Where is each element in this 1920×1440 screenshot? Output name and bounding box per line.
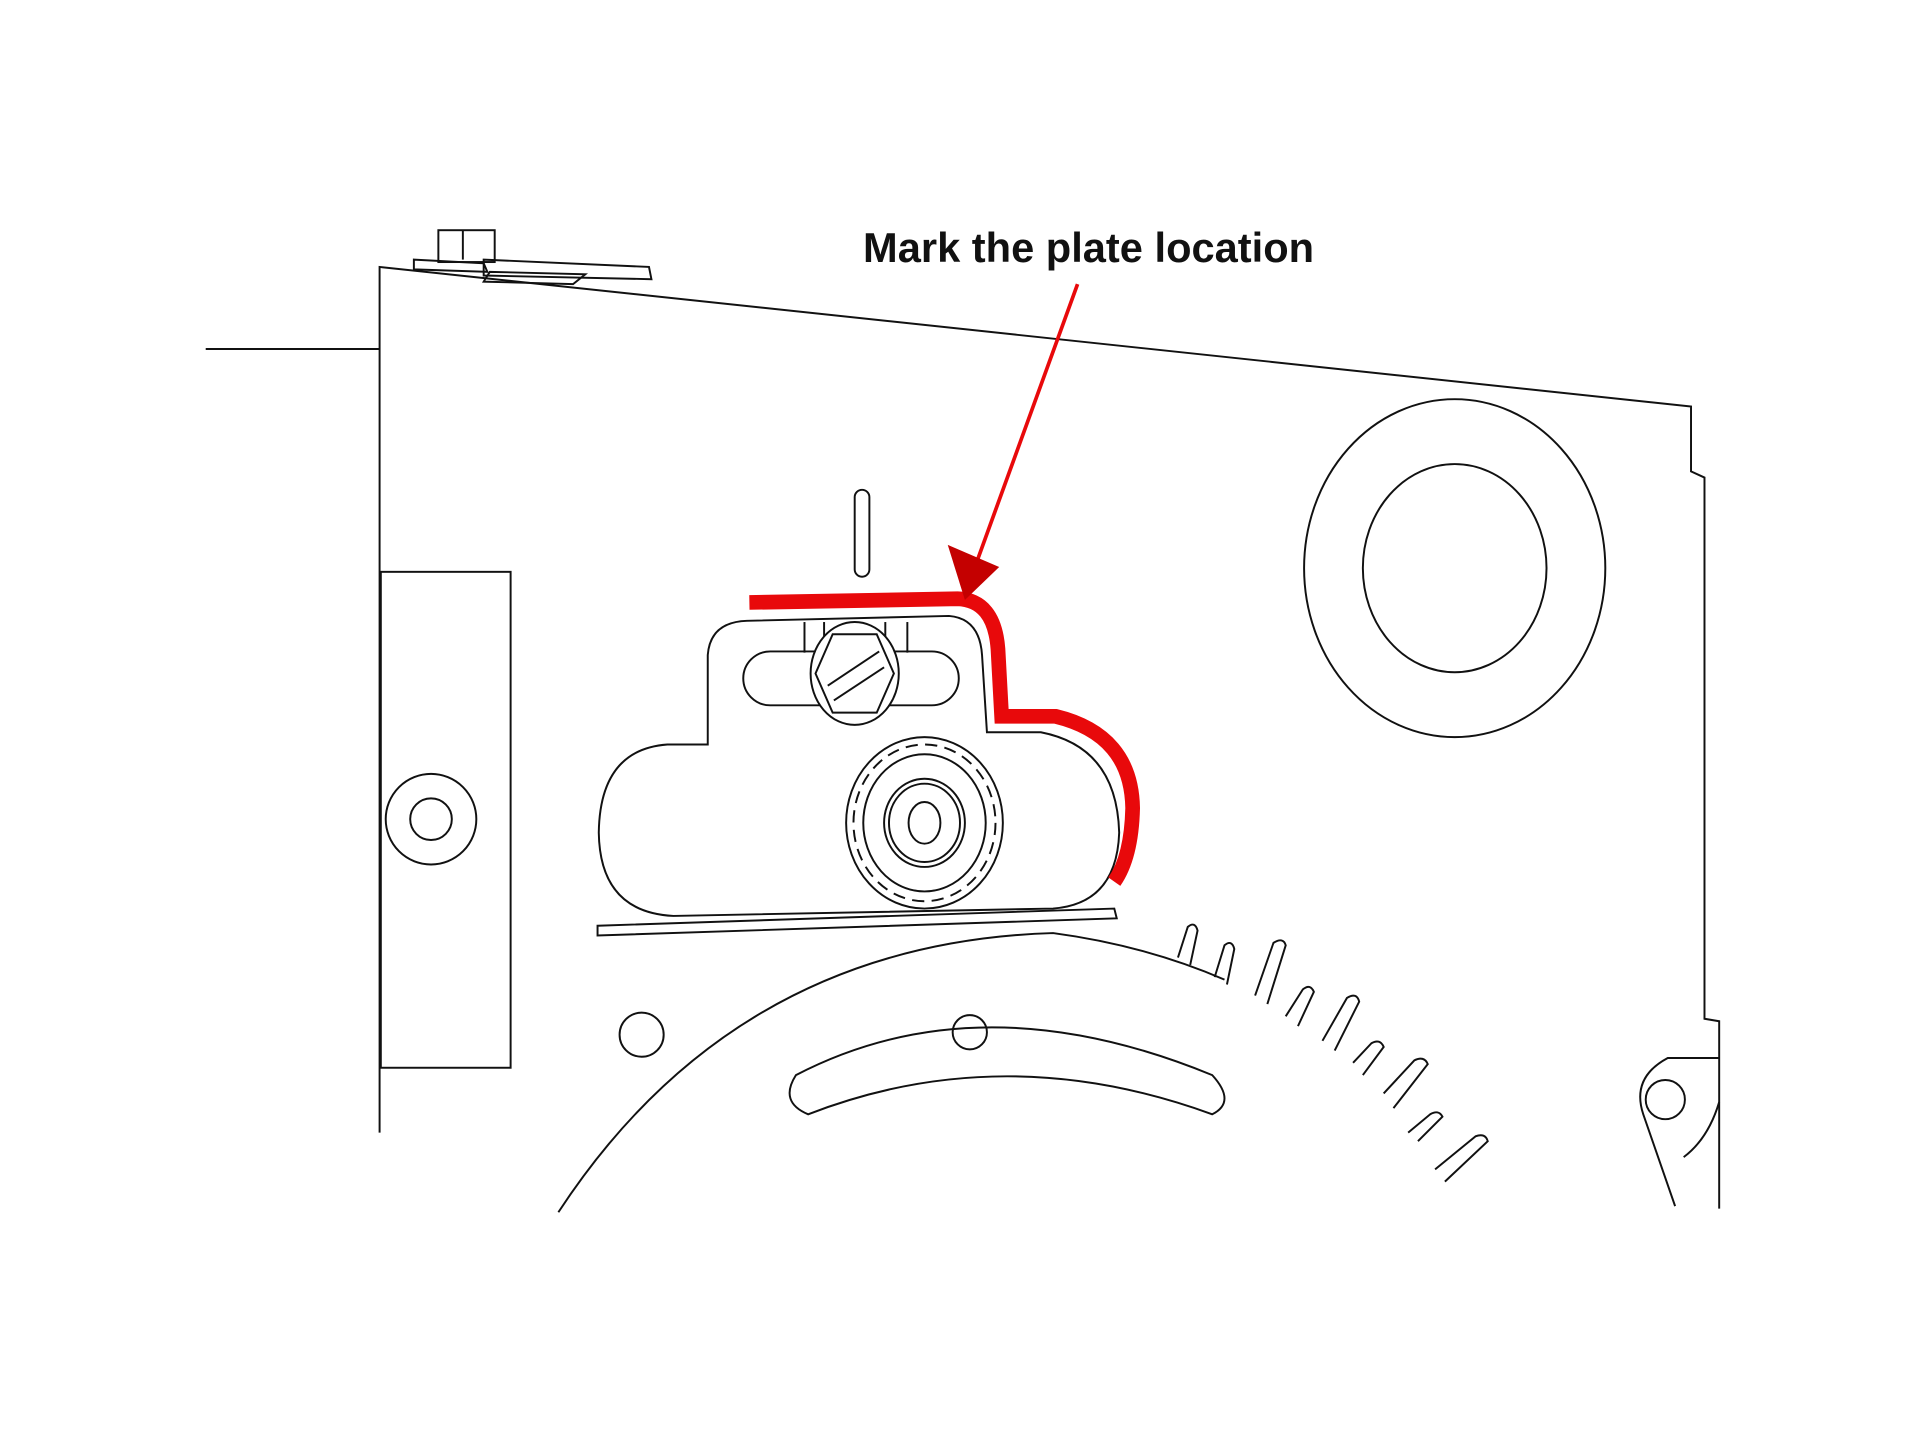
- large-bearing: [1303, 398, 1607, 739]
- bolt-hole: [384, 772, 478, 866]
- plate-location-marker: [749, 283, 1141, 886]
- plate: [597, 614, 1121, 917]
- base-bar: [596, 907, 1118, 937]
- side-panel: [379, 570, 512, 1069]
- disc: [557, 923, 1489, 1213]
- slot: [853, 488, 871, 578]
- arc-slot: [788, 1026, 1226, 1116]
- machine-housing: [205, 265, 1721, 1209]
- gear: [845, 736, 1004, 910]
- arrow-line: [975, 283, 1080, 562]
- arrow-head-icon: [947, 544, 1000, 600]
- corner-bracket: [1639, 1056, 1721, 1207]
- screw: [809, 621, 900, 726]
- top-bracket: [412, 229, 653, 286]
- annotation-label: Mark the plate location: [863, 224, 1314, 271]
